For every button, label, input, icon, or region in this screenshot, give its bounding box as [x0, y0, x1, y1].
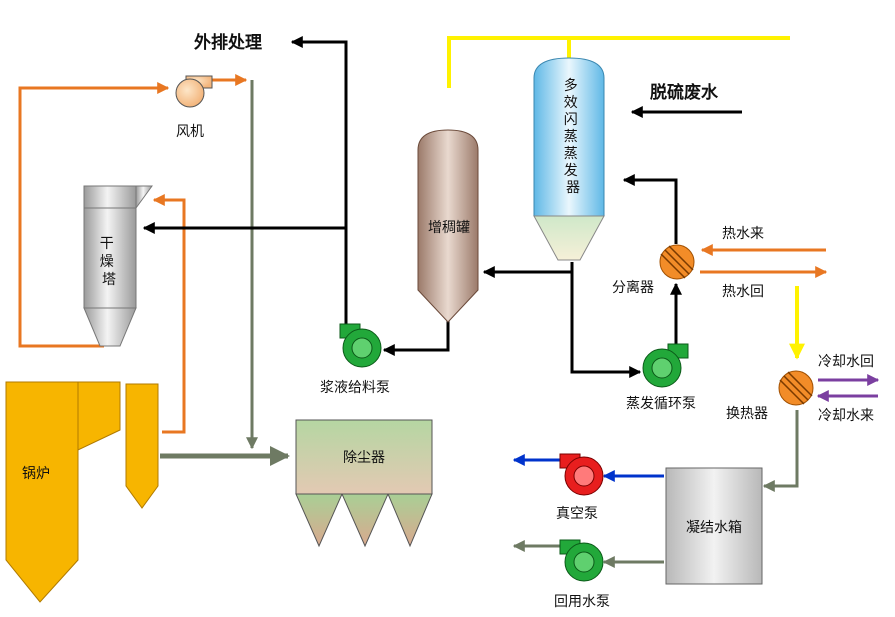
label-cooling-in: 冷却水来 — [818, 408, 874, 424]
discharge-line — [290, 36, 352, 332]
label-dryer-char: 燥 — [100, 254, 114, 270]
circ-pump-icon — [642, 343, 689, 388]
label-separator: 分离器 — [612, 279, 654, 296]
boiler — [5, 381, 159, 603]
label-vacuum-pump: 真空泵 — [556, 506, 598, 522]
evaporator-vessel — [533, 57, 605, 261]
label-evaporator-char: 多 — [564, 77, 578, 94]
label-thickener: 增稠罐 — [428, 220, 470, 236]
label-dust-collector: 除尘器 — [343, 450, 385, 466]
label-evaporator-char: 器 — [566, 180, 580, 196]
label-evaporator: 多 效 闪 蒸 蒸 发 器 — [564, 77, 582, 196]
label-external-discharge: 外排处理 — [194, 32, 262, 53]
fan-icon — [175, 75, 213, 108]
label-desulf-wastewater: 脱硫废水 — [650, 82, 719, 103]
label-fan: 风机 — [176, 124, 204, 140]
steam-line — [447, 36, 790, 88]
label-evaporator-char: 闪 — [564, 112, 578, 128]
separator-to-evaporator-line — [622, 174, 678, 244]
flue-gas-to-dryer-line — [152, 194, 186, 434]
exchanger-to-tank-line — [762, 410, 799, 492]
label-dryer: 干 燥 塔 — [100, 236, 118, 288]
label-evaporator-char: 蒸 — [564, 146, 578, 162]
label-dryer-char: 塔 — [102, 272, 116, 288]
label-evaporator-char: 蒸 — [564, 129, 578, 145]
label-reuse-pump: 回用水泵 — [554, 594, 610, 610]
label-heat-exchanger: 换热器 — [726, 405, 768, 422]
thickener-to-pump-line — [382, 320, 450, 356]
label-dryer-char: 干 — [100, 236, 114, 252]
heat-exchanger-icon — [778, 370, 814, 406]
label-slurry-pump: 浆液给料泵 — [320, 380, 390, 396]
label-hot-water-return: 热水回 — [722, 284, 764, 300]
to-circ-pump-line — [570, 272, 642, 378]
thickener-tank — [417, 129, 479, 323]
separator-icon — [659, 244, 695, 280]
dryer-exhaust-loop — [18, 82, 170, 348]
label-cooling-return: 冷却水回 — [818, 354, 874, 370]
label-hot-water-in: 热水来 — [722, 226, 764, 242]
reuse-pump-icon — [559, 539, 604, 582]
vacuum-pump-icon — [559, 453, 604, 496]
label-evaporator-char: 效 — [564, 95, 578, 111]
dust-collector — [295, 419, 433, 548]
label-condensate-tank: 凝结水箱 — [686, 520, 742, 536]
label-boiler: 锅炉 — [22, 466, 50, 482]
condensate-tank — [665, 467, 763, 585]
slurry-pump-icon — [339, 323, 382, 368]
dryer-tower — [83, 185, 153, 347]
label-circ-pump: 蒸发循环泵 — [626, 396, 696, 412]
label-evaporator-char: 发 — [564, 163, 578, 179]
evaporator-to-thickener-line — [482, 262, 574, 278]
